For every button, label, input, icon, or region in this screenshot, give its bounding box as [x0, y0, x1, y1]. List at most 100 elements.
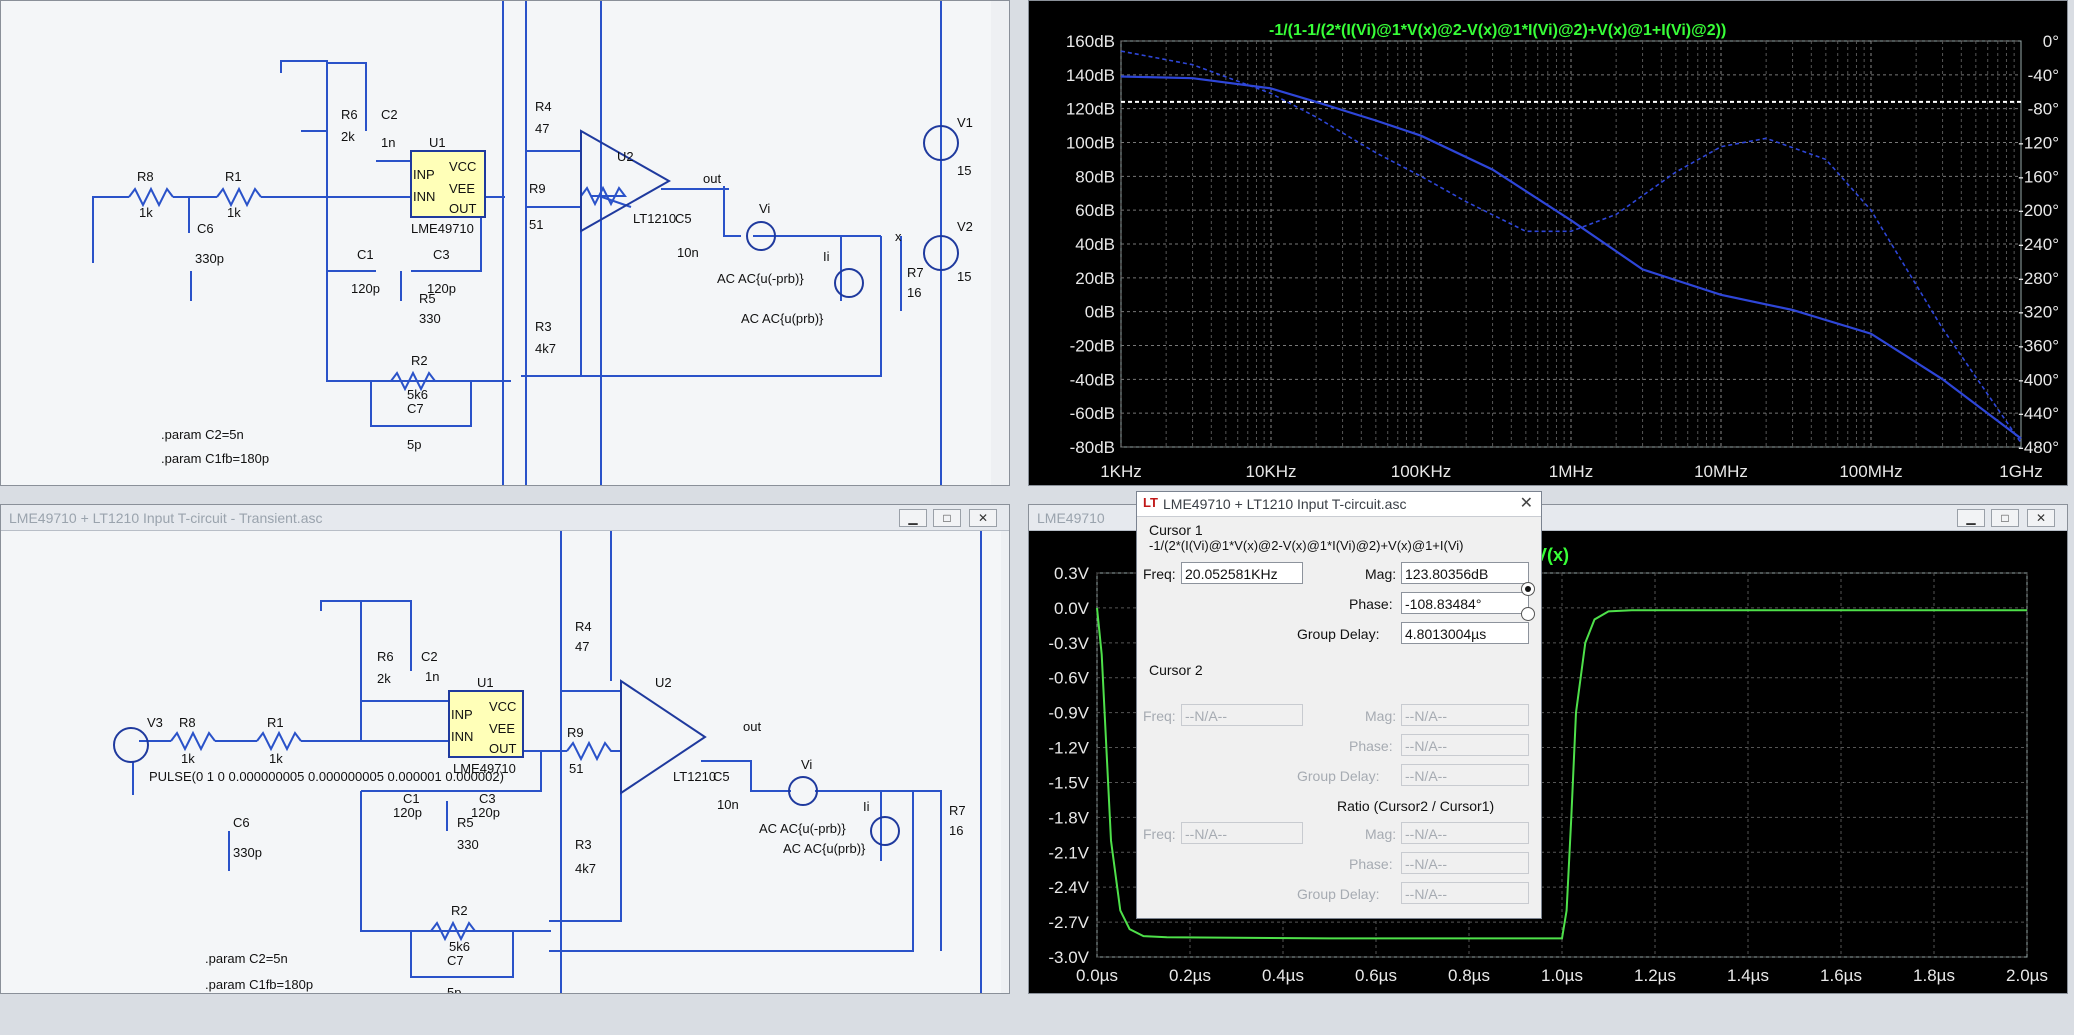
v1-source-symbol — [923, 125, 959, 161]
v1-value: 15 — [957, 163, 971, 178]
schematic-ac-drawing: R8 1k R1 1k C6 330p R6 2k C2 1n U1 INP I… — [92, 1, 973, 485]
ac-ytick-left: 100dB — [1066, 134, 1115, 153]
group-delay-field[interactable]: 4.8013004µs — [1401, 622, 1529, 644]
u2-label: U2 — [655, 675, 672, 690]
freq-label: Freq: — [1143, 566, 1176, 582]
tr-xtick: 0.8µs — [1448, 966, 1490, 985]
ac-ytick-left: 80dB — [1075, 167, 1115, 186]
freq2-field[interactable]: --N/A-- — [1181, 704, 1303, 726]
ac-ytick-right: -40° — [2028, 66, 2059, 85]
ac-ytick-left: 60dB — [1075, 201, 1115, 220]
ac-ytick-right: -160° — [2018, 167, 2059, 186]
dialog-close-button[interactable]: ✕ — [1519, 495, 1533, 512]
r5-label: R5 — [457, 815, 474, 830]
cursor-readout-dialog: LT LME49710 + LT1210 Input T-circuit.asc… — [1136, 491, 1542, 919]
transient-plot: 0.3V0.0V-0.3V-0.6V-0.9V-1.2V-1.5V-1.8V-2… — [1048, 545, 2048, 985]
freq2-label: Freq: — [1143, 708, 1176, 724]
ac-ytick-left: -80dB — [1070, 438, 1115, 457]
freq-field[interactable]: 20.052581KHz — [1181, 562, 1303, 584]
u1-inn-pin: INN — [451, 729, 473, 744]
tr-ytick: -1.2V — [1048, 739, 1089, 758]
ac-ytick-right: -400° — [2018, 370, 2059, 389]
c2-label: C2 — [381, 107, 398, 122]
ac-ytick-right: -240° — [2018, 235, 2059, 254]
ac-ytick-right: -80° — [2028, 100, 2059, 119]
u1-out-pin: OUT — [489, 741, 517, 756]
r9-label: R9 — [567, 725, 584, 740]
r8-label: R8 — [137, 169, 154, 184]
mag2-label: Mag: — [1365, 708, 1397, 724]
r5-label: R5 — [419, 291, 436, 306]
transient-plot-title[interactable]: V(x) — [1535, 545, 1569, 565]
r4-label: R4 — [535, 99, 552, 114]
tr-ytick: -2.1V — [1048, 843, 1089, 862]
u1-inn-pin: INN — [413, 189, 435, 204]
phase-field[interactable]: -108.83484° — [1401, 592, 1529, 614]
c5-label: C5 — [713, 769, 730, 784]
ratio-heading: Ratio (Cursor2 / Cursor1) — [1337, 798, 1495, 814]
tr-ytick: 0.0V — [1054, 599, 1090, 618]
u2-label: U2 — [617, 149, 634, 164]
r1-label: R1 — [267, 715, 284, 730]
ii-source-symbol — [834, 268, 864, 298]
param-c1fb: .param C1fb=180p — [161, 451, 269, 466]
phase-trace — [1120, 50, 2022, 444]
minimize-button[interactable]: ▁ — [899, 509, 927, 527]
phase-label: Phase: — [1349, 596, 1393, 612]
ac-ytick-left: 140dB — [1066, 66, 1115, 85]
cursor1-expression: -1/(2*(I(Vi)@1*V(x)@2-V(x)@1*I(Vi)@2)+V(… — [1149, 538, 1464, 553]
u1-label: U1 — [429, 135, 446, 150]
ac-ytick-left: 160dB — [1066, 32, 1115, 51]
tr-xtick: 0.4µs — [1262, 966, 1304, 985]
phase-radio[interactable] — [1521, 607, 1535, 621]
ii-label: Ii — [863, 799, 870, 814]
r8-label: R8 — [179, 715, 196, 730]
schematic-canvas-ac[interactable]: R8 1k R1 1k C6 330p R6 2k C2 1n U1 INP I… — [1, 1, 991, 485]
ratio-mag-field[interactable]: --N/A-- — [1401, 822, 1529, 844]
mag-radio[interactable] — [1521, 582, 1535, 596]
mag2-field[interactable]: --N/A-- — [1401, 704, 1529, 726]
r1-label: R1 — [225, 169, 242, 184]
restore-button[interactable]: □ — [1991, 509, 2019, 527]
ac-plot-title[interactable]: -1/(1-1/(2*(I(Vi)@1*V(x)@2-V(x)@1*I(Vi)@… — [1269, 22, 1726, 39]
ratio-phase-label: Phase: — [1349, 856, 1393, 872]
tr-xtick: 1.8µs — [1913, 966, 1955, 985]
param-c1fb: .param C1fb=180p — [205, 977, 313, 992]
c5-value: 10n — [677, 245, 699, 260]
schematic-transient-drawing: V3 R8 1k R1 1k PULSE(0 1 0 0.000000005 0… — [113, 531, 982, 994]
r2-label: R2 — [451, 903, 468, 918]
schematic-canvas-transient[interactable]: V3 R8 1k R1 1k PULSE(0 1 0 0.000000005 0… — [1, 531, 1001, 994]
tr-xtick: 1.2µs — [1634, 966, 1676, 985]
schematic-window-transient: LME49710 + LT1210 Input T-circuit - Tran… — [0, 504, 1010, 994]
restore-button[interactable]: □ — [933, 509, 961, 527]
dialog-titlebar[interactable]: LT LME49710 + LT1210 Input T-circuit.asc… — [1137, 492, 1541, 517]
minimize-button[interactable]: ▁ — [1957, 509, 1985, 527]
ratio-phase-field[interactable]: --N/A-- — [1401, 852, 1529, 874]
vi-label: Vi — [801, 757, 812, 772]
ac-ytick-left: -20dB — [1070, 337, 1115, 356]
mag-field[interactable]: 123.80356dB — [1401, 562, 1529, 584]
ratio-group-delay-field[interactable]: --N/A-- — [1401, 882, 1529, 904]
tr-ytick: -0.3V — [1048, 634, 1089, 653]
u1-part-name: LME49710 — [453, 761, 516, 776]
phase2-field[interactable]: --N/A-- — [1401, 734, 1529, 756]
cursor2-heading: Cursor 2 — [1149, 662, 1203, 678]
c7-value: 5p — [447, 985, 461, 994]
ratio-freq-label: Freq: — [1143, 826, 1176, 842]
close-button[interactable]: ✕ — [969, 509, 997, 527]
ac-xtick: 10KHz — [1245, 462, 1296, 481]
ratio-freq-field[interactable]: --N/A-- — [1181, 822, 1303, 844]
r9-label: R9 — [529, 181, 546, 196]
close-button[interactable]: ✕ — [2027, 509, 2055, 527]
out-net-label: out — [703, 171, 721, 186]
ac-xtick: 1GHz — [1999, 462, 2042, 481]
vi-source-symbol — [746, 221, 776, 251]
group-delay2-field[interactable]: --N/A-- — [1401, 764, 1529, 786]
tr-xtick: 1.6µs — [1820, 966, 1862, 985]
ac-prb-pos: AC AC{u(prb)} — [783, 841, 866, 856]
r3-label: R3 — [535, 319, 552, 334]
ratio-group-delay-label: Group Delay: — [1297, 886, 1380, 902]
ii-label: Ii — [823, 249, 830, 264]
schematic-transient-titlebar[interactable]: LME49710 + LT1210 Input T-circuit - Tran… — [1, 505, 1009, 531]
